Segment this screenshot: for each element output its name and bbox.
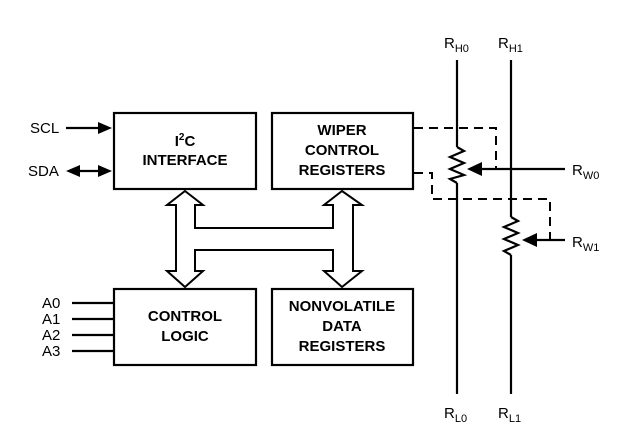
- wiper-label-line3: REGISTERS: [299, 162, 386, 179]
- nonvolatile-label-line2: DATA: [322, 318, 362, 335]
- rh0-label: RH0: [444, 35, 469, 55]
- nonvolatile-label-line3: REGISTERS: [299, 338, 386, 355]
- sda-bidirectional-arrow: [66, 165, 112, 177]
- wiper-control-registers-box: [270, 111, 415, 191]
- i2c-interface-label-line2: INTERFACE: [142, 152, 227, 169]
- wiper-label-line1: WIPER: [317, 122, 366, 139]
- rw0-label: RW0: [572, 162, 599, 182]
- nonvolatile-data-registers-box: [270, 287, 415, 367]
- control-logic-label-line1: CONTROL: [148, 308, 222, 325]
- rl0-label: RL0: [444, 405, 467, 425]
- control-logic-box: [112, 287, 258, 367]
- potentiometer-0: RH0 RL0 RW0: [444, 35, 599, 425]
- nonvolatile-label-line1: NONVOLATILE: [289, 298, 395, 315]
- nonvolatile-data-registers-block: NONVOLATILE DATA REGISTERS: [270, 287, 415, 367]
- address-pin-label-a0: A0: [42, 295, 60, 312]
- i2c-interface-block: I2C INTERFACE: [112, 111, 258, 191]
- address-pins: A0 A1 A2 A3: [42, 295, 114, 360]
- wiper-0-control-dashed-line: [414, 127, 497, 169]
- wiper-label-line2: CONTROL: [305, 142, 379, 159]
- control-logic-label-line2: LOGIC: [161, 328, 209, 345]
- wiper-1-control-dashed-line: [414, 172, 551, 240]
- resistor-1-icon: [501, 216, 521, 256]
- scl-label: SCL: [30, 120, 59, 137]
- internal-bus-arrow: [164, 189, 366, 289]
- wiper-0-arrow: [467, 162, 565, 176]
- rh1-label: RH1: [498, 35, 523, 55]
- address-pin-label-a1: A1: [42, 311, 60, 328]
- address-pin-label-a2: A2: [42, 327, 60, 344]
- address-pin-label-a3: A3: [42, 343, 60, 360]
- potentiometer-1: RH1 RL1 RW1: [498, 35, 599, 425]
- wiper-control-registers-block: WIPER CONTROL REGISTERS: [270, 111, 415, 191]
- control-logic-block: CONTROL LOGIC: [112, 287, 258, 367]
- rl1-label: RL1: [498, 405, 521, 425]
- sda-label: SDA: [28, 163, 59, 180]
- scl-arrow: [66, 122, 112, 134]
- wiper-1-arrow: [522, 233, 565, 247]
- rw1-label: RW1: [572, 234, 599, 254]
- i2c-interface-box: [112, 111, 258, 191]
- resistor-0-icon: [447, 146, 468, 184]
- i2c-interface-label-line1: I2C: [175, 132, 196, 150]
